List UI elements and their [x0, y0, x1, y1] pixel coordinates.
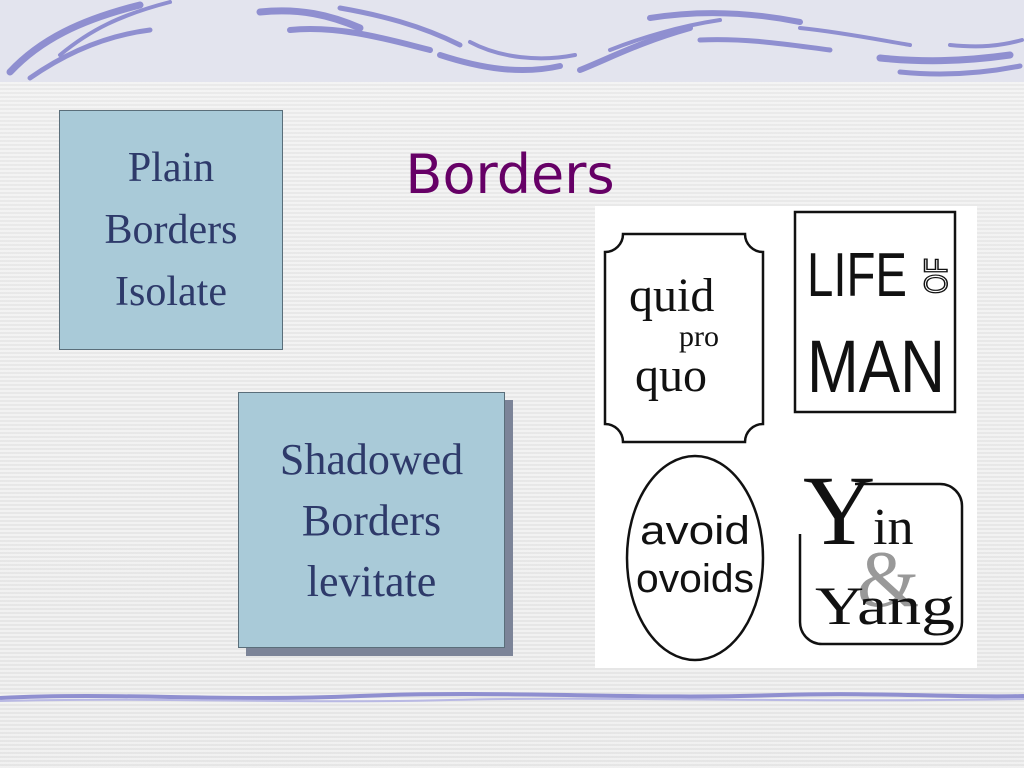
decorative-wave-rule — [0, 692, 1024, 703]
quo-text: quo — [635, 349, 707, 402]
quid-text: quid — [629, 269, 714, 322]
man-text: MAN — [807, 325, 945, 408]
shadowed-border-box: Shadowed Borders levitate — [238, 392, 505, 648]
ampersand-text: & — [857, 536, 919, 624]
decorative-wave-band — [0, 0, 1024, 82]
border-examples-image: quid pro quo LIFE OF MAN avoid ovoids Y … — [595, 206, 977, 668]
of-text: OF — [918, 258, 954, 294]
life-text: LIFE — [807, 241, 907, 310]
pro-text: pro — [679, 320, 719, 353]
quid-pro-quo-logo: quid pro quo — [603, 232, 765, 444]
avoid-text: avoid — [640, 509, 750, 553]
life-of-man-logo: LIFE OF MAN — [793, 210, 957, 414]
plain-box-line-2: Borders — [104, 207, 238, 253]
plain-box-text: Plain Borders Isolate — [105, 137, 238, 323]
shadowed-box-text: Shadowed Borders levitate — [280, 429, 463, 612]
shadowed-box-line-1: Shadowed — [279, 434, 464, 484]
plain-box-line-1: Plain — [127, 145, 215, 191]
ovoids-text: ovoids — [636, 557, 754, 601]
in-text: in — [873, 499, 913, 556]
shadowed-box-line-3: levitate — [306, 556, 437, 606]
yin-yang-logo: Y in & Yang — [795, 454, 964, 646]
plain-box-line-3: Isolate — [115, 269, 227, 315]
slide-title: Borders — [405, 143, 615, 206]
shadowed-box-line-2: Borders — [301, 495, 442, 545]
plain-border-box: Plain Borders Isolate — [59, 110, 283, 350]
avoid-ovoids-logo: avoid ovoids — [625, 454, 765, 662]
yang-text: Yang — [815, 576, 955, 636]
y-letter-text: Y — [803, 455, 875, 566]
